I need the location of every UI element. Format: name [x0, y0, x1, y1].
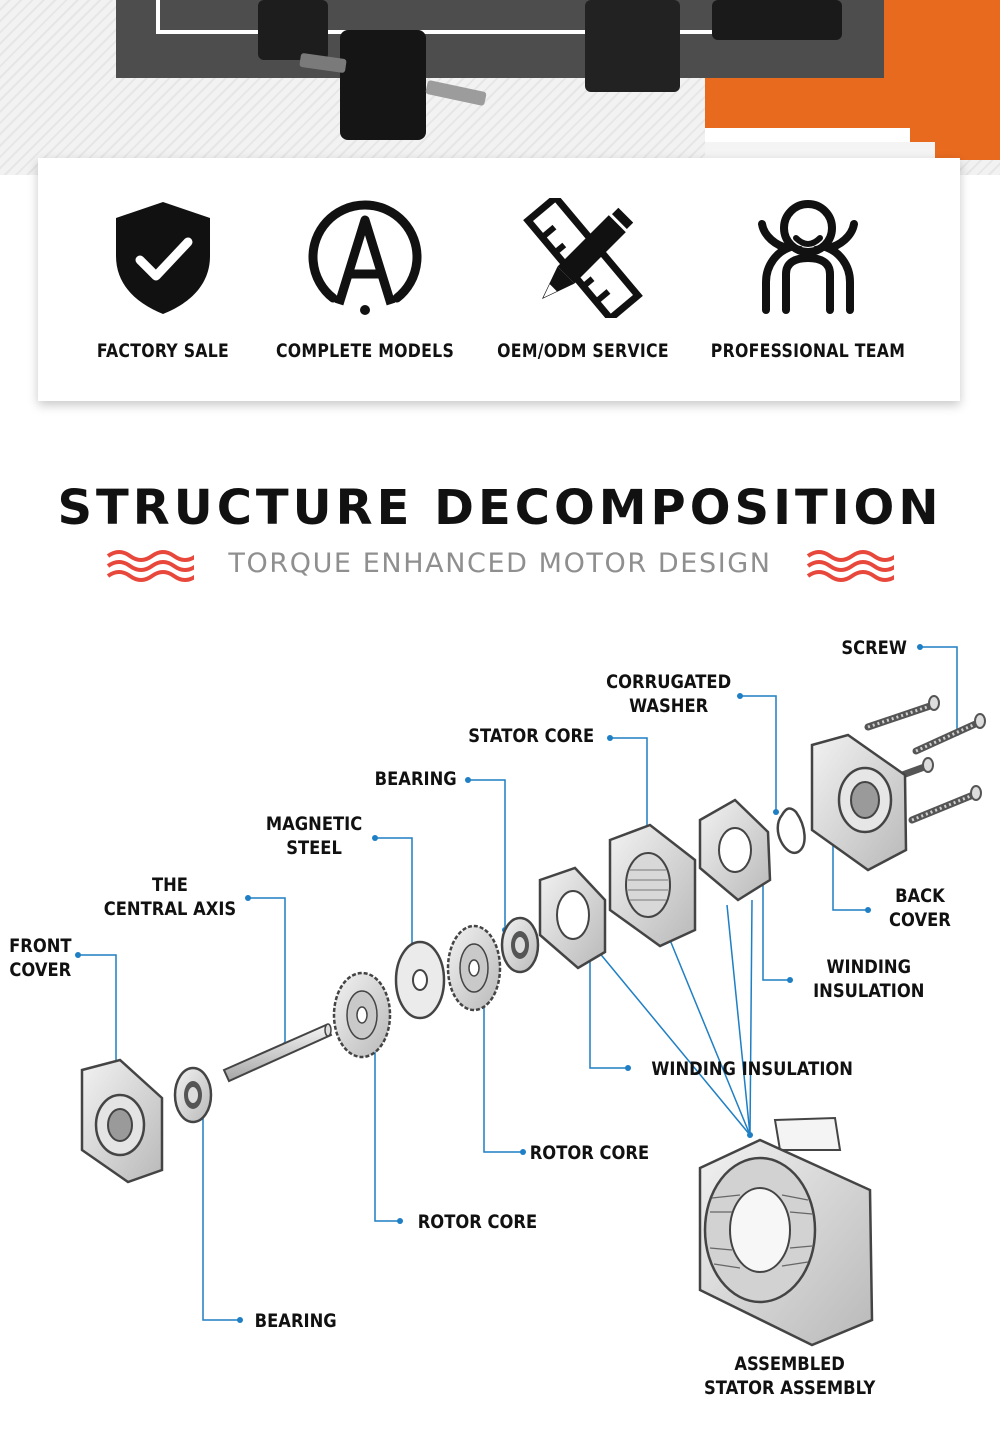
label-magnetic-steel: MAGNETIC STEEL [266, 812, 362, 860]
label-line: CORRUGATED [606, 671, 732, 693]
label-line: WASHER [629, 695, 709, 717]
label-central-axis: THE CENTRAL AXIS [104, 873, 236, 921]
label-line: COVER [889, 909, 951, 931]
section-subtitle: TORQUE ENHANCED MOTOR DESIGN [228, 548, 772, 579]
wave-decoration-icon [806, 550, 894, 582]
label-corrugated-washer: CORRUGATED WASHER [606, 670, 731, 718]
bearing-part [500, 916, 540, 974]
pencil-ruler-icon [523, 198, 643, 318]
bearing-part [173, 1066, 213, 1124]
rotor-core-part [446, 924, 502, 1012]
feature-label: OEM/ODM SERVICE [497, 340, 669, 362]
label-line: ASSEMBLED [734, 1353, 845, 1375]
label-line: STEEL [286, 837, 342, 859]
central-axis-part [222, 1023, 333, 1083]
rotor-core-part [332, 971, 392, 1059]
wave-decoration-icon [106, 550, 194, 582]
winding-insulation-part [698, 798, 772, 902]
team-people-icon [758, 200, 858, 314]
shield-check-icon [116, 202, 210, 314]
label-line: MAGNETIC [265, 813, 363, 835]
magnetic-steel-part [394, 940, 446, 1020]
label-line: STATOR ASSEMBLY [703, 1377, 876, 1399]
feature-label: FACTORY SALE [96, 340, 230, 362]
back-cover-part [810, 733, 908, 872]
label-bearing-top: BEARING [374, 768, 457, 790]
letter-a-circle-icon [308, 200, 422, 315]
label-line: CENTRAL AXIS [103, 898, 237, 920]
winding-insulation-part [538, 866, 607, 970]
feature-label: PROFESSIONAL TEAM [710, 340, 906, 362]
label-back-cover: BACK COVER [889, 884, 951, 932]
leader-lines [78, 646, 958, 1321]
front-cover-part [80, 1058, 164, 1184]
feature-professional-team: PROFESSIONAL TEAM [698, 198, 918, 362]
label-rotor-core-left: ROTOR CORE [417, 1211, 538, 1233]
assembly-leader-lines [592, 899, 753, 1136]
label-line: THE [151, 874, 188, 896]
banner-motor-image [340, 30, 426, 140]
label-winding-insulation-mid: WINDING INSULATION [651, 1058, 853, 1080]
feature-label: COMPLETE MODELS [275, 340, 455, 362]
feature-oem-odm-service: OEM/ODM SERVICE [473, 198, 693, 362]
banner-motor-image [712, 0, 842, 40]
label-screw: SCREW [841, 637, 907, 659]
stator-core-part [608, 823, 697, 948]
leader-dots [75, 644, 960, 1323]
label-line: COVER [9, 959, 72, 981]
label-bearing-bottom: BEARING [254, 1310, 337, 1332]
assembled-stator-part [698, 1116, 874, 1347]
section-title: STRUCTURE DECOMPOSITION [57, 480, 943, 536]
label-stator-core: STATOR CORE [468, 725, 595, 747]
label-front-cover: FRONT COVER [9, 934, 71, 982]
label-line: INSULATION [813, 980, 925, 1002]
label-line: WINDING [826, 956, 912, 978]
feature-complete-models: COMPLETE MODELS [255, 198, 475, 362]
corrugated-washer-part [776, 807, 806, 855]
label-line: BACK [895, 885, 945, 907]
top-banner [0, 0, 1000, 175]
exploded-motor-diagram [75, 644, 986, 1347]
label-line: FRONT [9, 935, 72, 957]
banner-motor-image [258, 0, 328, 60]
banner-orange-step-shadow [705, 142, 935, 160]
banner-motor-image [585, 0, 680, 92]
banner-motor-shaft [425, 79, 487, 107]
label-assembled-stator: ASSEMBLED STATOR ASSEMBLY [704, 1352, 875, 1400]
label-winding-insulation-right: WINDING INSULATION [813, 955, 924, 1003]
label-rotor-core-right: ROTOR CORE [529, 1142, 650, 1164]
feature-factory-sale: FACTORY SALE [53, 198, 273, 362]
features-card: FACTORY SALE COMPLETE MODELS [38, 158, 960, 401]
